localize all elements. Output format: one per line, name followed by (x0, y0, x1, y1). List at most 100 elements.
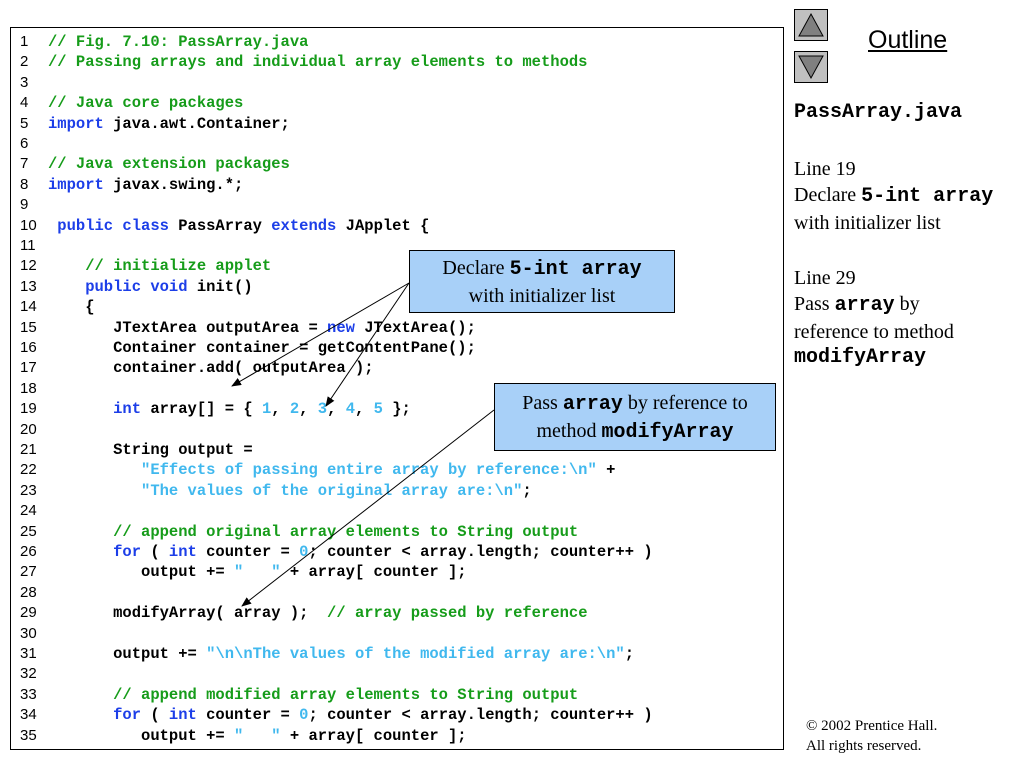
code-token: new (327, 318, 355, 337)
line-number: 21 (20, 441, 37, 458)
line-number: 33 (20, 685, 37, 703)
line-number: 2 (20, 53, 29, 71)
callout-text-part: Declare (442, 257, 510, 279)
code-text: "Effects of passing entire array by refe… (48, 460, 615, 480)
callout-text-part: Pass (522, 392, 563, 414)
callout-code: modifyArray (601, 421, 734, 444)
code-token: extends (271, 216, 337, 235)
code-text: // Java core packages (48, 93, 243, 113)
line-number: 12 (20, 257, 37, 275)
code-token: PassArray (168, 216, 272, 235)
code-token (48, 482, 141, 500)
callout-code: array (562, 393, 623, 416)
triangle-down-icon (798, 55, 824, 80)
triangle-up-icon (798, 12, 824, 37)
copyright-line: © 2002 Prentice Hall. (806, 718, 938, 734)
code-token: javax.swing.*; (103, 175, 244, 194)
outline-title: Outline (868, 26, 948, 54)
copyright: © 2002 Prentice Hall. All rights reserve… (806, 716, 937, 756)
callout-pass-array: Pass array by reference to method modify… (494, 383, 776, 451)
next-slide-button[interactable] (794, 51, 828, 83)
line-number: 23 (20, 481, 37, 499)
line-number: 22 (20, 461, 37, 479)
code-token: // Java extension packages (48, 155, 290, 174)
line-number: 34 (20, 706, 37, 724)
line-number: 17 (20, 359, 37, 377)
code-text: String output = (48, 440, 253, 460)
code-text: "The values of the original array are:\n… (48, 481, 532, 501)
code-token: JTextArea(); (354, 318, 476, 337)
previous-slide-button[interactable] (794, 9, 828, 41)
code-text: import java.awt.Container; (48, 114, 290, 134)
note-text-part: Pass (794, 293, 835, 315)
code-text: // append modified array elements to Str… (48, 685, 578, 705)
line-number: 30 (20, 624, 37, 642)
code-token: ; (522, 481, 532, 500)
callout-text-part: with initializer list (468, 285, 616, 307)
code-token: "Effects of passing entire array by refe… (141, 461, 597, 480)
code-text: for ( int counter = 0; counter < array.l… (48, 705, 653, 725)
line-number: 20 (20, 420, 37, 438)
code-token: JTextArea outputArea = (48, 318, 328, 337)
code-token: // array passed by reference (327, 604, 588, 623)
line-number: 4 (20, 94, 29, 112)
line-number: 8 (20, 175, 29, 193)
code-text: // append original array elements to Str… (48, 522, 578, 542)
note-text-part: by (894, 293, 920, 315)
note-text-part: Declare (794, 184, 862, 206)
code-token (48, 461, 141, 479)
code-text: container.add( outputArea ); (48, 358, 374, 378)
line-number: 35 (20, 726, 37, 744)
line-number: 29 (20, 604, 37, 622)
line-number: 25 (20, 522, 37, 540)
code-token: , (271, 400, 290, 419)
sidebar-note-line19: Line 19 Declare 5-int array with initial… (794, 156, 993, 236)
line-number: 1 (20, 33, 29, 50)
code-text: // Java extension packages (48, 154, 290, 174)
copyright-line: All rights reserved. (806, 738, 922, 754)
code-token: ; counter < array.length; counter++ ) (308, 543, 653, 561)
code-token: int (168, 706, 197, 725)
code-text: modifyArray( array ); // array passed by… (48, 603, 588, 623)
code-token: container.add( outputArea ); (48, 359, 374, 378)
code-text: import javax.swing.*; (48, 175, 243, 195)
code-text: JTextArea outputArea = new JTextArea(); (48, 318, 476, 338)
code-text: // initialize applet (48, 256, 271, 276)
code-token: public void (48, 277, 188, 296)
code-token: "\n\nThe values of the modified array ar… (206, 645, 625, 663)
code-token: ; counter < array.length; counter++ ) (308, 706, 653, 725)
code-token: // append modified array elements to Str… (48, 685, 579, 704)
line-number: 10 (20, 216, 37, 234)
code-token: // Java core packages (48, 94, 244, 113)
line-number: 6 (20, 135, 29, 152)
callout-text-part: by reference to (622, 392, 748, 414)
line-number: 5 (20, 114, 29, 132)
code-text: output += "\n\nThe values of the modifie… (48, 644, 634, 664)
code-text: public class PassArray extends JApplet { (48, 216, 429, 236)
line-number: 32 (20, 665, 37, 683)
code-token: for (48, 543, 142, 561)
code-token: init() (187, 277, 253, 296)
code-token: output += (48, 726, 235, 745)
line-number: 3 (20, 73, 29, 91)
line-number: 26 (20, 543, 37, 560)
sidebar-file-name: PassArray.java (794, 101, 963, 124)
code-token: output += (48, 563, 235, 582)
code-token: + array[ counter ]; (280, 563, 467, 582)
code-token: import (48, 175, 104, 194)
code-token: + (596, 461, 616, 480)
code-token: 5 (373, 400, 383, 419)
callout-declare-array: Declare 5-int array with initializer lis… (409, 250, 675, 313)
code-token: 2 (289, 400, 300, 419)
callout-code: 5-int array (509, 258, 642, 281)
code-token: 1 (261, 400, 272, 419)
code-token: ( (141, 706, 169, 725)
note-line-label: Line 29 (794, 267, 856, 289)
code-text: // Passing arrays and individual array e… (48, 52, 588, 72)
note-code: modifyArray (794, 346, 927, 369)
callout-text: method modifyArray (495, 418, 775, 446)
code-token: counter = (196, 543, 300, 561)
line-number: 31 (20, 645, 37, 662)
line-number: 11 (20, 237, 36, 254)
code-text: for ( int counter = 0; counter < array.l… (48, 542, 653, 562)
